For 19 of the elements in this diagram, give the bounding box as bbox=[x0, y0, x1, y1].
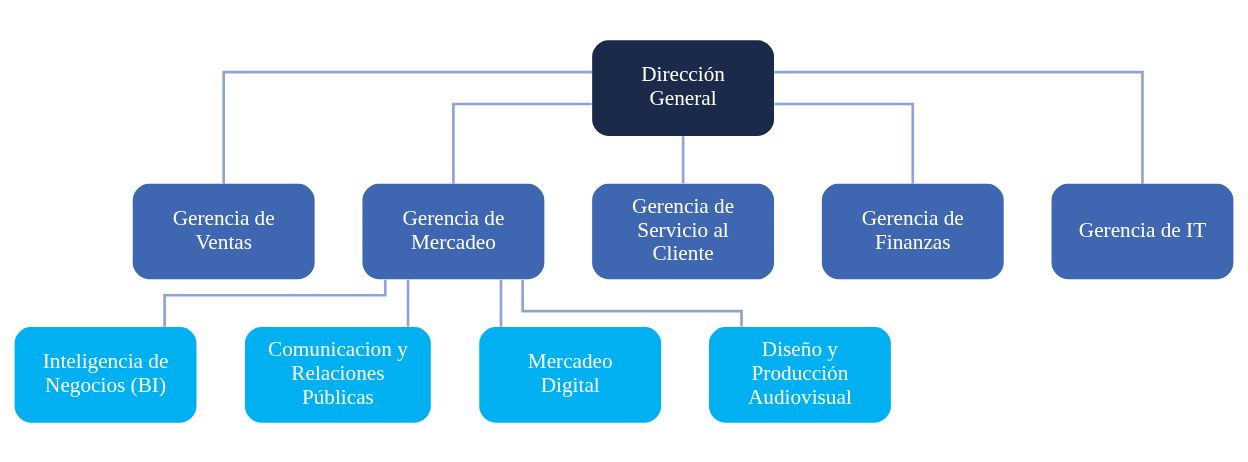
connector bbox=[681, 135, 685, 183]
connector bbox=[499, 279, 503, 327]
node-box: Gerencia de Finanzas bbox=[821, 183, 1004, 279]
node-box: Dirección General bbox=[592, 39, 775, 136]
node-box: Inteligencia de Negocios (BI) bbox=[14, 326, 197, 423]
node-box: Diseño y Producción Audiovisual bbox=[708, 326, 891, 423]
node-box: Gerencia de Mercadeo bbox=[362, 183, 545, 279]
connector bbox=[521, 279, 743, 327]
connector bbox=[774, 102, 915, 184]
node-box: Gerencia de IT bbox=[1051, 183, 1234, 279]
connector bbox=[406, 279, 410, 327]
node-box: Comunicacion y Relaciones Públicas bbox=[244, 326, 431, 423]
node-box: Gerencia de Ventas bbox=[132, 183, 315, 279]
connector bbox=[163, 279, 387, 327]
connector bbox=[222, 70, 592, 184]
connector bbox=[774, 70, 1144, 184]
connector bbox=[452, 102, 592, 184]
node-box: Mercadeo Digital bbox=[479, 326, 662, 423]
node-box: Gerencia de Servicio al Cliente bbox=[592, 183, 775, 279]
